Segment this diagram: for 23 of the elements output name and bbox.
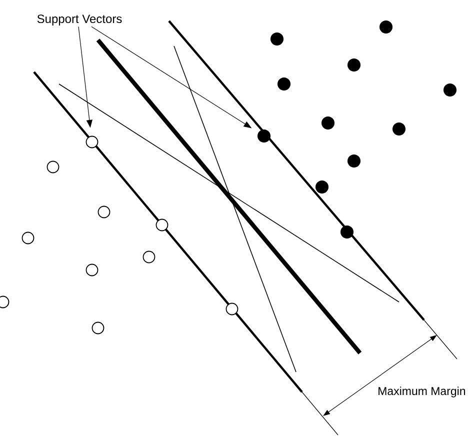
data-point — [340, 226, 354, 238]
data-point — [46, 160, 60, 174]
data-point — [392, 122, 406, 136]
data-point — [380, 20, 392, 34]
data-point — [348, 154, 360, 168]
data-point — [226, 302, 238, 316]
data-point — [142, 250, 156, 264]
data-point — [22, 232, 34, 244]
data-point — [316, 180, 328, 194]
data-point — [322, 116, 334, 130]
data-point — [348, 58, 360, 72]
data-point — [444, 84, 456, 96]
data-point — [92, 322, 104, 334]
data-point — [278, 78, 290, 90]
data-point — [258, 130, 270, 142]
data-point — [86, 264, 98, 276]
data-point — [86, 136, 98, 148]
dimension-label: Maximum Margin — [378, 386, 466, 398]
data-point — [156, 218, 168, 232]
data-point — [0, 296, 10, 308]
data-point — [98, 206, 110, 218]
data-point — [270, 32, 284, 46]
callout-text: Support Vectors — [37, 14, 122, 26]
